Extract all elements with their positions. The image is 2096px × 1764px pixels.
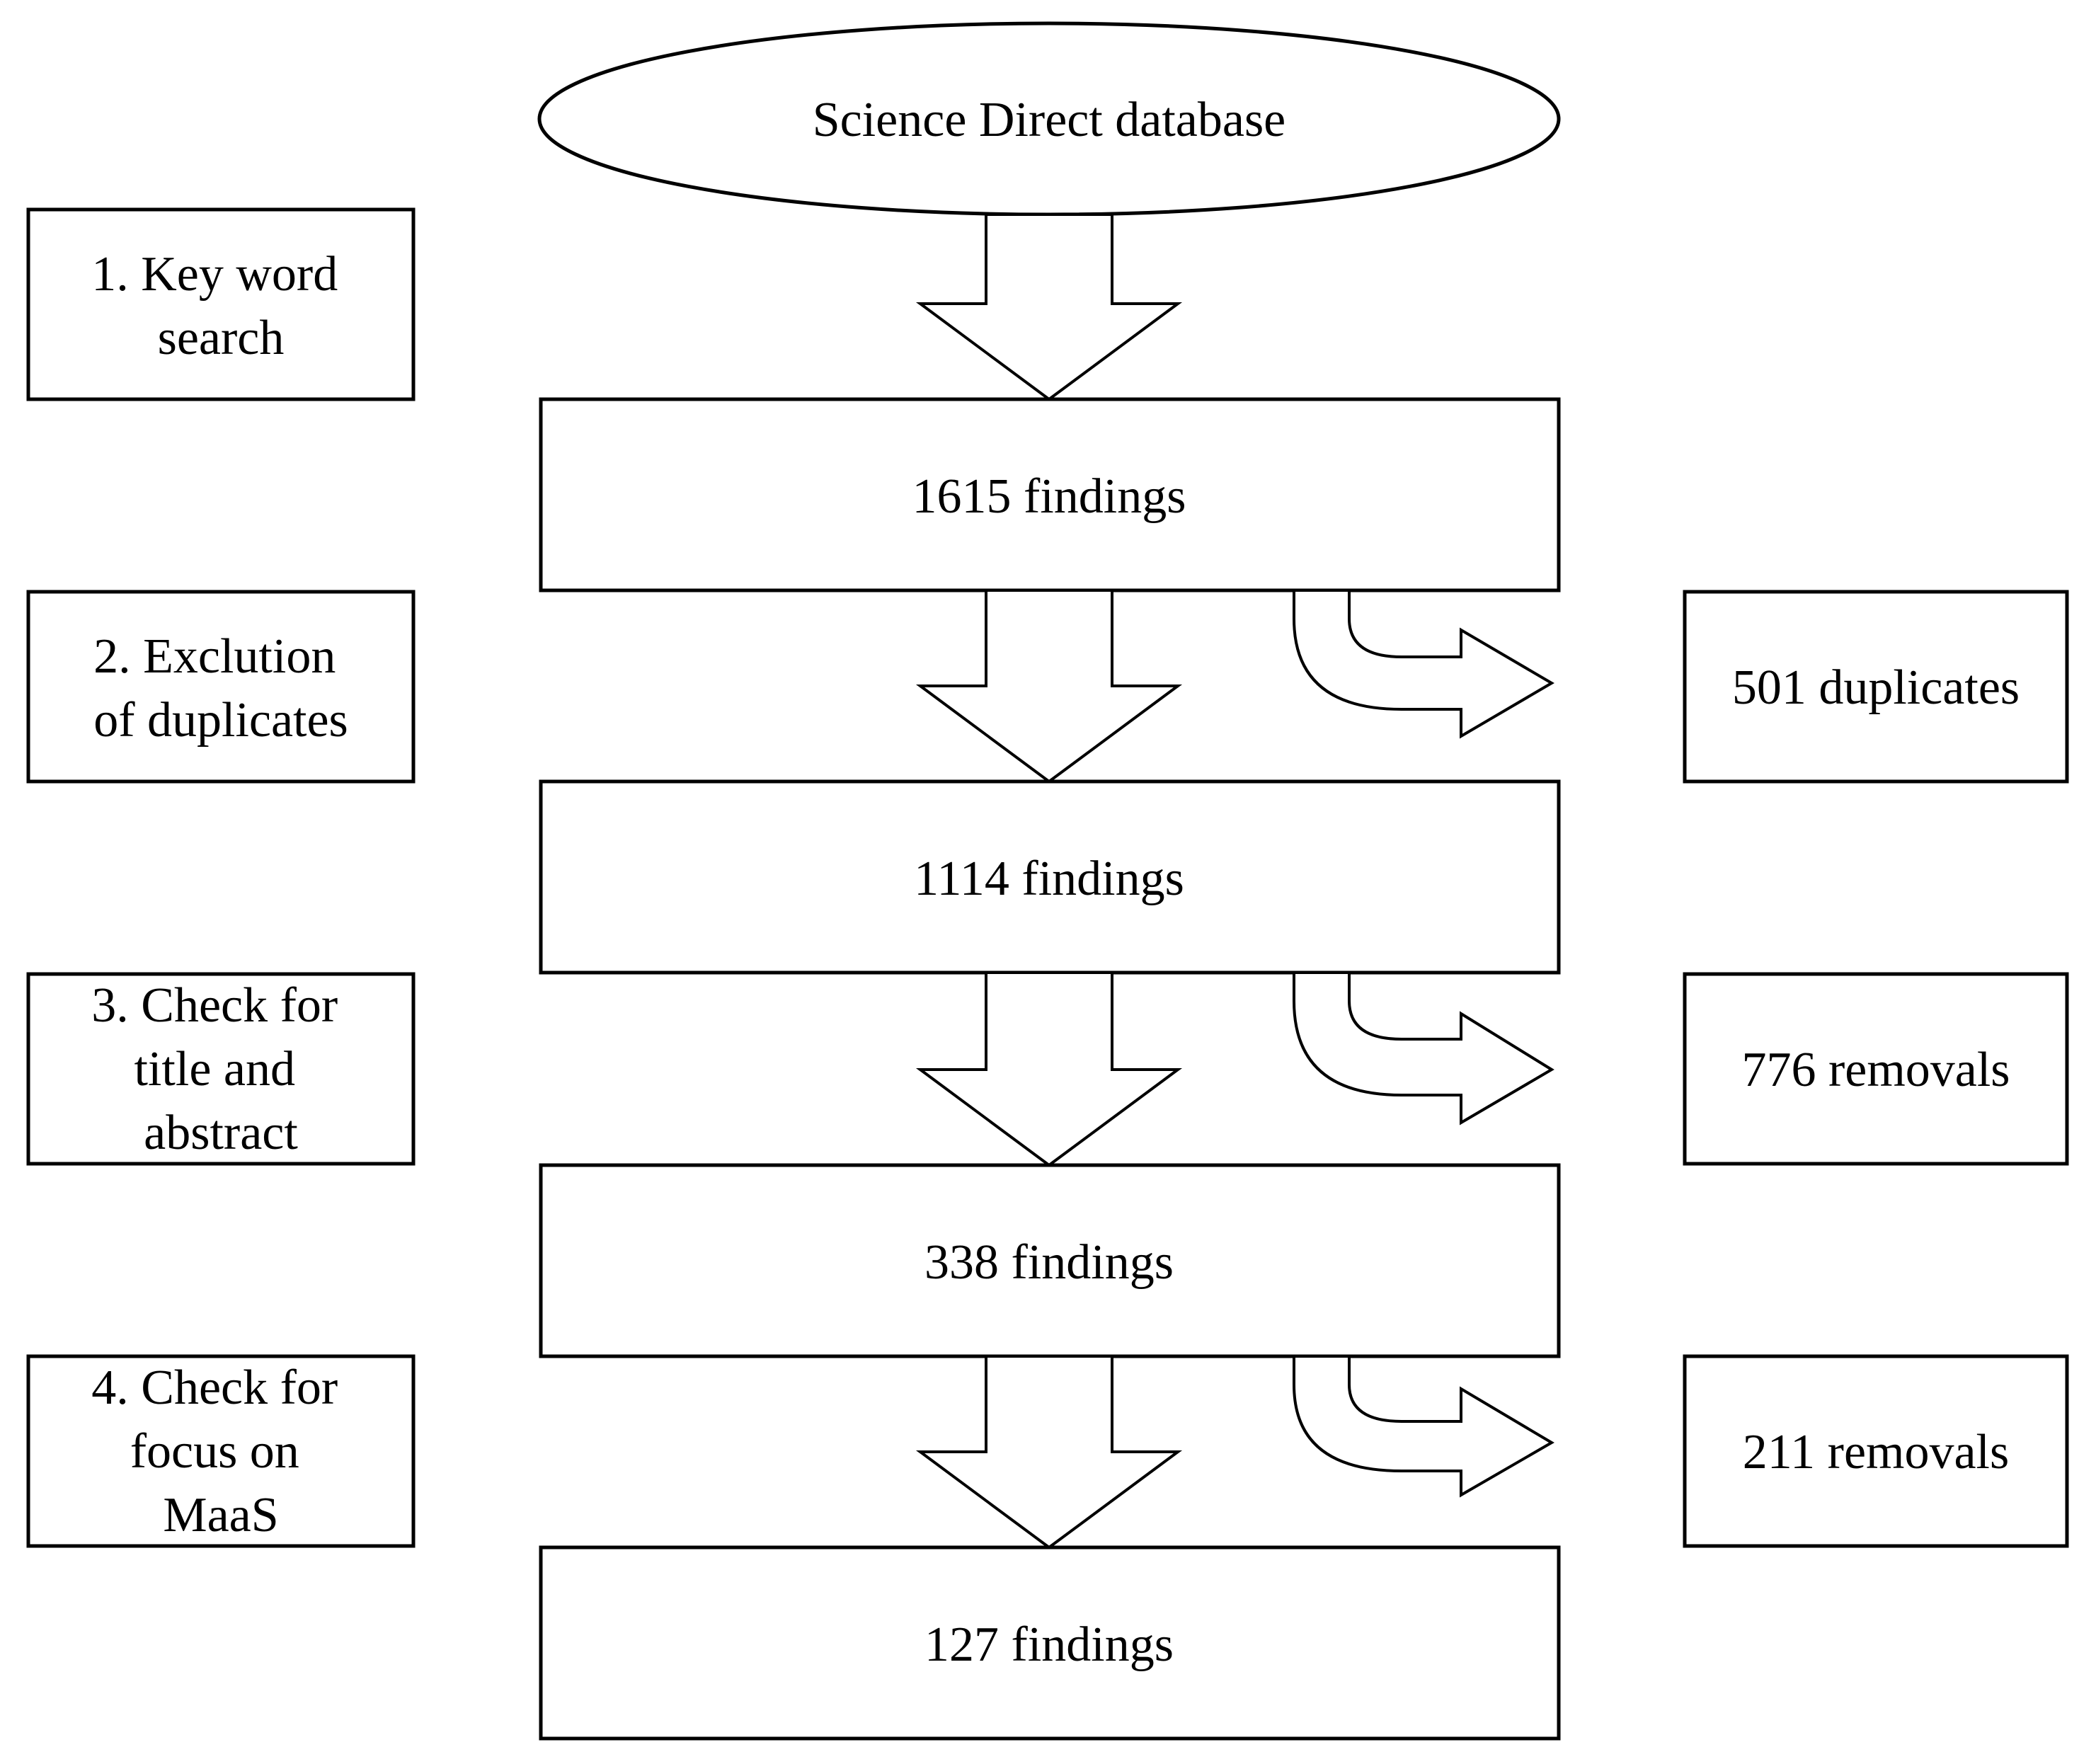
step-label-line: 2. Exclution: [93, 629, 336, 684]
step-label: 4. Check for focus on MaaS: [91, 1361, 350, 1542]
down-arrow-3: [915, 971, 1183, 1167]
step-label-line: focus on: [130, 1424, 299, 1479]
exclusion-label: 501 duplicates: [1732, 660, 2020, 715]
exclusion-box-2-frame: [1683, 972, 2069, 1166]
findings-label: 127 findings: [924, 1617, 1174, 1672]
findings-box-2-frame: [539, 779, 1561, 975]
step-label: 2. Exclution of duplicates: [93, 629, 348, 748]
down-arrow-2: [915, 589, 1183, 784]
step-box-3-frame: [26, 972, 416, 1166]
step-box-4-frame: [26, 1354, 416, 1548]
step-label-line: title and: [134, 1042, 295, 1096]
step-label-line: MaaS: [163, 1488, 278, 1542]
exclusion-box-1-frame: [1683, 590, 2069, 784]
exclusion-box-2: 776 removals: [1683, 972, 2069, 1166]
findings-box-1-frame: [539, 397, 1561, 592]
down-arrow-1: [915, 213, 1183, 401]
step-label: 3. Check for title and abstract: [91, 978, 350, 1160]
step-label-line: search: [158, 311, 285, 365]
step-box-2: 2. Exclution of duplicates: [26, 590, 416, 784]
step-box-2-frame: [26, 590, 416, 784]
findings-box-1: 1615 findings: [539, 397, 1561, 592]
step-box-3: 3. Check for title and abstract: [26, 972, 416, 1166]
source-label: Science Direct database: [813, 93, 1286, 147]
step-box-1: 1. Key word search: [26, 207, 416, 401]
findings-box-2: 1114 findings: [539, 779, 1561, 975]
findings-box-3: 338 findings: [539, 1163, 1561, 1358]
findings-box-4: 127 findings: [539, 1545, 1561, 1741]
step-box-4: 4. Check for focus on MaaS: [26, 1354, 416, 1548]
findings-label: 1615 findings: [912, 469, 1186, 524]
findings-box-4-frame: [539, 1545, 1561, 1741]
source-node: Science Direct database: [537, 21, 1561, 217]
step-label-line: of duplicates: [93, 693, 348, 748]
down-arrow-4: [915, 1355, 1183, 1550]
findings-box-3-frame: [539, 1163, 1561, 1358]
step-label-line: 1. Key word: [91, 247, 338, 302]
step-label-line: abstract: [144, 1106, 298, 1160]
bent-arrow-2: [1293, 971, 1554, 1126]
exclusion-box-3-frame: [1683, 1354, 2069, 1548]
exclusion-label: 211 removals: [1743, 1425, 2010, 1479]
step-label-line: 4. Check for: [91, 1361, 338, 1415]
step-label: 1. Key word search: [91, 247, 350, 365]
findings-label: 338 findings: [924, 1235, 1174, 1290]
exclusion-box-3: 211 removals: [1683, 1354, 2069, 1548]
step-box-1-frame: [26, 207, 416, 401]
bent-arrow-1: [1293, 589, 1554, 739]
exclusion-box-1: 501 duplicates: [1683, 590, 2069, 784]
exclusion-label: 776 removals: [1741, 1043, 2010, 1097]
step-label-line: 3. Check for: [91, 978, 338, 1033]
bent-arrow-3: [1293, 1355, 1554, 1498]
findings-label: 1114 findings: [914, 852, 1184, 906]
